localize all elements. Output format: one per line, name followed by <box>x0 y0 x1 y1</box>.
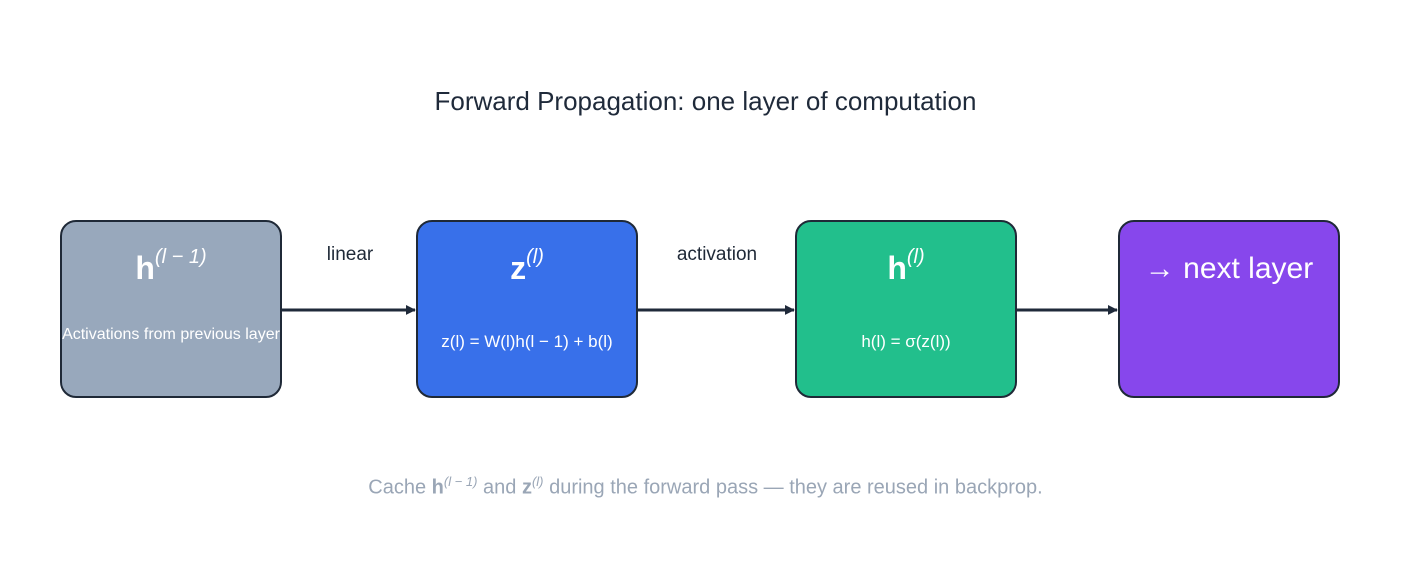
node-activation: h(l) h(l) = σ(z(l)) <box>795 220 1017 398</box>
next-layer-label: → next layer <box>1144 252 1314 285</box>
node-symbol: h(l) <box>887 246 925 286</box>
node-symbol: z(l) <box>510 246 544 286</box>
edge-label-activation: activation <box>676 244 758 265</box>
activation-equation: h(l) = σ(z(l)) <box>861 332 951 351</box>
linear-equation: z(l) = W(l)h(l − 1) + b(l) <box>441 332 613 351</box>
caption: Cache h(l − 1) and z(l) during the forwa… <box>368 474 1043 499</box>
node-previous-activations: h(l − 1) Activations from previous layer <box>60 220 282 398</box>
diagram-title: Forward Propagation: one layer of comput… <box>434 86 977 116</box>
node-symbol: h(l − 1) <box>135 246 207 286</box>
node-pre-activation: z(l) z(l) = W(l)h(l − 1) + b(l) <box>416 220 638 398</box>
node-next-layer: → next layer <box>1118 220 1340 398</box>
edge-label-linear: linear <box>326 244 374 265</box>
node-subtitle: Activations from previous layer <box>62 326 280 343</box>
